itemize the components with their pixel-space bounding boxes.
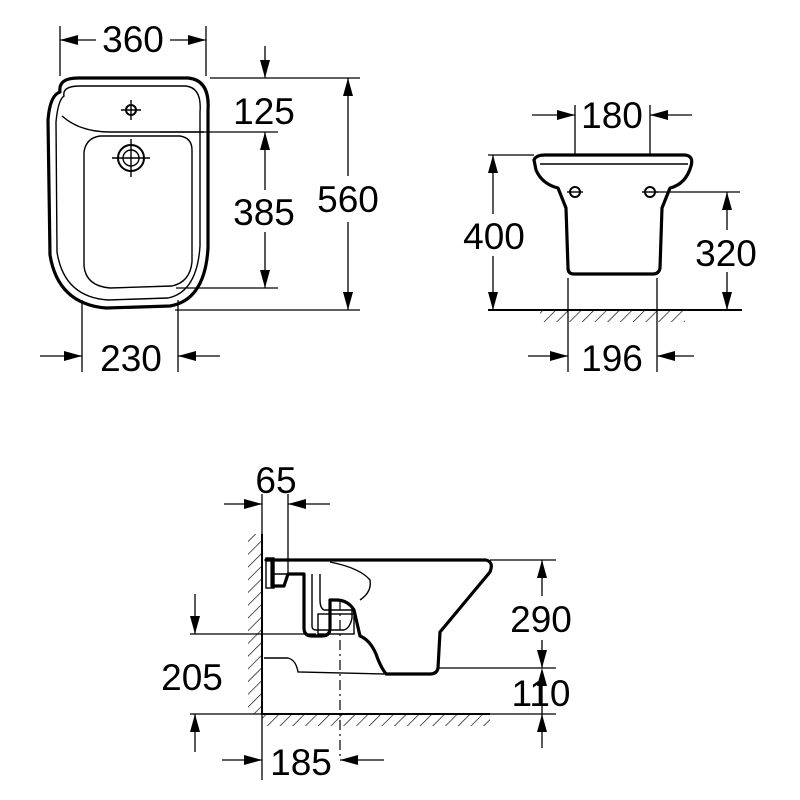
- dim-label-180: 180: [581, 95, 643, 136]
- dim-360: 360: [59, 19, 207, 76]
- dim-label-560: 560: [317, 179, 379, 220]
- dim-180: 180: [532, 95, 692, 136]
- top-view-rim: [55, 85, 201, 301]
- dim-560: 560: [317, 78, 379, 310]
- side-view-rim: [329, 561, 371, 601]
- dim-290: 290: [510, 560, 572, 668]
- dim-196: 196: [528, 338, 694, 379]
- dim-385: 385: [233, 132, 295, 288]
- side-floor: [262, 713, 490, 726]
- top-view-bowl: [83, 135, 193, 289]
- drain-icon: [112, 139, 150, 177]
- dim-65: 65: [224, 460, 330, 540]
- dim-label-205: 205: [161, 657, 223, 698]
- side-wall: [248, 534, 263, 714]
- dim-label-320: 320: [695, 233, 757, 274]
- dim-label-110: 110: [512, 673, 571, 714]
- front-view-body: [532, 153, 694, 276]
- left-tap-hole-icon: [567, 186, 583, 198]
- dim-205: 205: [161, 594, 223, 752]
- dim-label-385: 385: [233, 192, 295, 233]
- top-view-body: [46, 76, 210, 310]
- dim-400: 400: [463, 155, 525, 310]
- dim-110: 110: [490, 668, 571, 748]
- dim-label-65: 65: [255, 460, 296, 501]
- tap-hole-icon: [121, 100, 141, 120]
- side-view-trap: [311, 574, 353, 631]
- side-view-bottom: [264, 657, 385, 675]
- dim-125: 125: [233, 46, 295, 132]
- top-view-deck: [61, 115, 204, 133]
- dim-label-290: 290: [510, 599, 572, 640]
- dim-label-400: 400: [463, 216, 525, 257]
- dim-320: 320: [695, 192, 757, 310]
- dim-230: 230: [40, 300, 220, 379]
- dim-label-185: 185: [270, 742, 332, 783]
- top-view: 360 125 385 560: [40, 19, 379, 379]
- dim-185: 185: [222, 714, 384, 783]
- dim-label-360: 360: [102, 19, 164, 60]
- dim-label-125: 125: [233, 91, 295, 132]
- side-view-body: [264, 558, 493, 676]
- dim-label-196: 196: [581, 338, 643, 379]
- dim-label-230: 230: [100, 338, 162, 379]
- front-view: 180 400 320: [463, 95, 757, 379]
- side-view: 65 290 110 205: [161, 460, 572, 783]
- front-floor: [488, 309, 742, 322]
